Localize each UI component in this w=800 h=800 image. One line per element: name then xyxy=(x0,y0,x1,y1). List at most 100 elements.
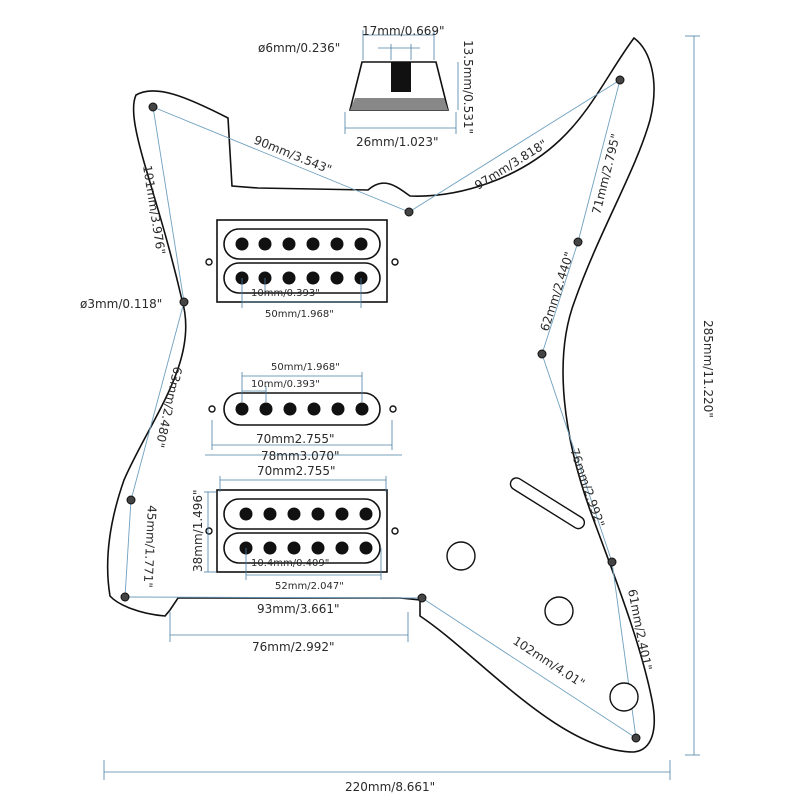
label-knob-base: 26mm/1.023" xyxy=(356,135,439,149)
pot-hole xyxy=(544,596,574,626)
label-right-mid-span: 62mm/2.440" xyxy=(538,250,577,333)
label-hb2-height: 38mm/1.496" xyxy=(191,489,205,572)
pole-piece xyxy=(359,541,373,555)
label-knob-width: 17mm/0.669" xyxy=(362,24,445,38)
pole-piece xyxy=(359,507,373,521)
pole-piece xyxy=(330,271,344,285)
label-left-mid-span: 63mm/2.480" xyxy=(153,365,185,449)
pole-piece xyxy=(235,237,249,251)
dim-line-right-mid xyxy=(541,241,579,355)
label-sc-body-width: 70mm2.755" xyxy=(256,432,335,446)
label-right-bottom-span: 61mm/2.401" xyxy=(625,588,654,672)
label-left-lower-span: 45mm/1.771" xyxy=(141,505,159,588)
label-right-upper-span: 71mm/2.795" xyxy=(589,132,623,216)
pole-piece xyxy=(287,541,301,555)
pole-piece xyxy=(283,402,297,416)
pole-piece xyxy=(306,271,320,285)
pole-piece xyxy=(354,237,368,251)
label-hb2-pole-span: 52mm/2.047" xyxy=(275,581,344,592)
pole-piece xyxy=(306,237,320,251)
pole-pieces xyxy=(235,237,368,285)
pole-piece xyxy=(263,541,277,555)
mount-hole xyxy=(208,405,216,413)
screw-hole xyxy=(148,102,158,112)
mount-hole xyxy=(205,258,213,266)
pole-pieces xyxy=(235,402,369,416)
humbucker-bridge-ring xyxy=(216,489,388,573)
coil-bottom xyxy=(223,262,381,294)
label-sc-pole-pitch: 10mm/0.393" xyxy=(251,379,320,390)
label-screw-hole: ø3mm/0.118" xyxy=(80,297,162,311)
label-sc-pole-span: 50mm/1.968" xyxy=(271,362,340,373)
humbucker-bridge xyxy=(204,476,399,580)
dim-line-bottom-edge xyxy=(124,596,423,599)
screw-hole xyxy=(631,733,641,743)
pole-piece xyxy=(235,402,249,416)
dim-line-right-upper xyxy=(577,79,621,243)
coil-bottom xyxy=(223,532,381,564)
label-bridge-cut: 76mm/2.992" xyxy=(252,640,335,654)
label-left-top-span: 101mm/3.976" xyxy=(140,164,168,255)
dim-line-right-lower xyxy=(541,353,613,563)
label-hb2-body-width: 70mm2.755" xyxy=(257,464,336,478)
screw-hole xyxy=(417,593,427,603)
dim-line-horn xyxy=(408,79,621,213)
screw-hole xyxy=(615,75,625,85)
pole-piece xyxy=(282,237,296,251)
pickguard-outline xyxy=(106,36,656,753)
coil-top xyxy=(223,228,381,260)
screw-holes xyxy=(120,75,641,743)
pole-piece xyxy=(307,402,321,416)
dim-line-left-lower xyxy=(124,499,132,598)
mount-hole xyxy=(391,258,399,266)
label-sc-mount-width: 78mm3.070" xyxy=(261,449,340,463)
dim-line-top-left xyxy=(152,106,410,213)
label-total-height: 285mm/11.220" xyxy=(701,320,715,418)
pole-piece xyxy=(287,507,301,521)
pole-piece xyxy=(311,507,325,521)
screw-hole xyxy=(607,557,617,567)
pole-piece xyxy=(355,402,369,416)
label-hb1-pole-pitch: 10mm/0.393" xyxy=(251,288,320,299)
screw-hole xyxy=(404,207,414,217)
knob-shaft xyxy=(391,62,411,92)
label-knob-shaft: ø6mm/0.236" xyxy=(258,41,340,55)
pole-piece xyxy=(282,271,296,285)
dim-line-left-top xyxy=(152,106,185,303)
humbucker-neck xyxy=(205,219,399,308)
screw-hole xyxy=(179,297,189,307)
pole-piece xyxy=(239,507,253,521)
coil-top xyxy=(223,498,381,530)
label-bottom-edge-span: 93mm/3.661" xyxy=(257,602,340,616)
pot-hole xyxy=(446,541,476,571)
label-total-width: 220mm/8.661" xyxy=(345,780,435,794)
pole-piece xyxy=(331,402,345,416)
label-neck-top-span: 90mm/3.543" xyxy=(252,133,334,177)
pole-piece xyxy=(263,507,277,521)
mount-hole xyxy=(391,527,399,535)
mount-hole xyxy=(205,527,213,535)
screw-hole xyxy=(120,592,130,602)
label-hb2-pole-pitch: 10.4mm/0.409" xyxy=(251,558,329,569)
single-coil-body xyxy=(223,392,381,426)
dim-line-bottom-diag xyxy=(421,597,637,739)
screw-hole xyxy=(126,495,136,505)
label-knob-height: 13.5mm/0.531" xyxy=(461,40,475,134)
pole-piece xyxy=(258,237,272,251)
mount-hole xyxy=(389,405,397,413)
label-hb1-pole-span: 50mm/1.968" xyxy=(265,309,334,320)
pot-hole xyxy=(609,682,639,712)
pole-piece xyxy=(259,402,273,416)
single-coil-middle xyxy=(205,372,402,456)
screw-hole xyxy=(537,349,547,359)
switch-slot xyxy=(509,477,586,530)
label-bottom-diag-span: 102mm/4.01" xyxy=(510,634,587,691)
knob-drawing xyxy=(344,30,459,134)
pole-piece xyxy=(335,541,349,555)
pole-piece xyxy=(335,507,349,521)
screw-hole xyxy=(573,237,583,247)
pole-piece xyxy=(330,237,344,251)
pole-pieces xyxy=(239,507,373,555)
pole-piece xyxy=(311,541,325,555)
